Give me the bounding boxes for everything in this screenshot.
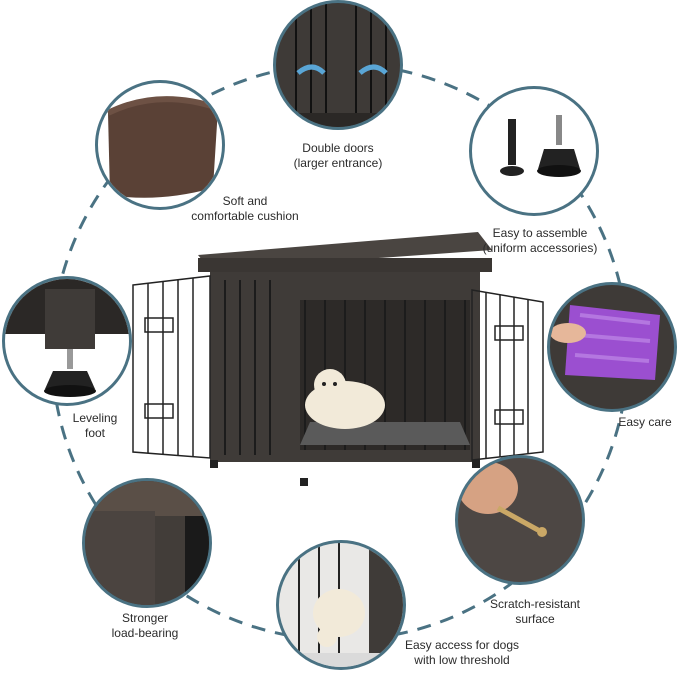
bolt-icon [500, 115, 581, 177]
door-arrows-icon [276, 3, 400, 127]
leveling-foot-bubble [2, 276, 132, 406]
low-threshold-bubble [276, 540, 406, 670]
key-scratch-icon [458, 462, 547, 537]
stronger-load-bubble [82, 478, 212, 608]
corner-post-icon [85, 481, 209, 605]
easy-care-label: Easy care [618, 415, 672, 429]
soft-cushion-label: Soft and comfortable cushion [191, 194, 299, 223]
low-threshold-label: Easy access for dogs with low threshold [404, 638, 520, 667]
towel-icon [550, 305, 660, 380]
double-doors-bubble [273, 0, 403, 130]
leveling-foot-icon [5, 279, 129, 397]
soft-cushion-bubble [95, 80, 225, 210]
easy-assemble-bubble [469, 86, 599, 216]
cushion-icon [106, 96, 219, 198]
scratch-resistant-label: Scratch-resistant surface [489, 597, 581, 626]
double-doors-label: Double doors (larger entrance) [293, 141, 383, 170]
dog-icon [279, 543, 403, 667]
easy-care-bubble [547, 282, 677, 412]
easy-assemble-label: Easy to assemble (uniform accessories) [482, 226, 598, 255]
scratch-resistant-bubble [455, 455, 585, 585]
stronger-load-label: Stronger load-bearing [111, 611, 179, 640]
leveling-foot-label: Leveling foot [72, 411, 118, 440]
